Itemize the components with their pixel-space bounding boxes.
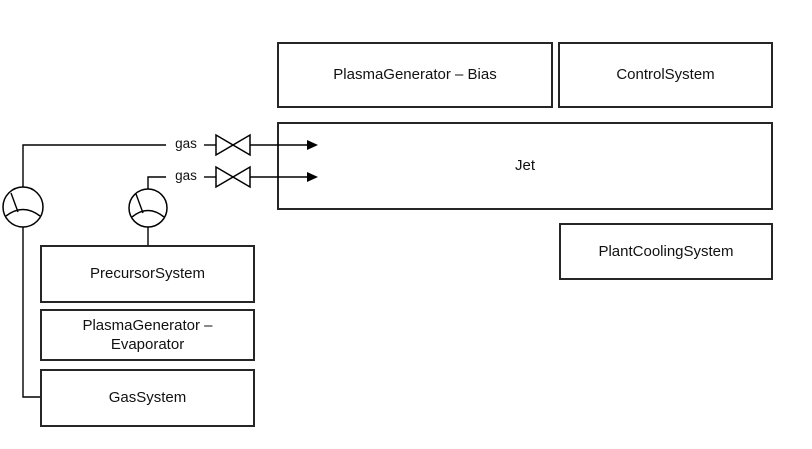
box-label: ControlSystem xyxy=(616,66,715,84)
box-plasma-generator-bias: PlasmaGenerator – Bias xyxy=(277,42,553,108)
valve-icon xyxy=(215,133,251,157)
gas-line-2-label: gas xyxy=(175,168,197,183)
box-label: PlasmaGenerator – Bias xyxy=(333,66,497,84)
gas-line-1-label: gas xyxy=(175,136,197,151)
gauge-needle xyxy=(135,193,144,214)
box-gas-system: GasSystem xyxy=(40,369,255,427)
pressure-gauge-icon xyxy=(2,186,44,228)
box-label: GasSystem xyxy=(108,389,187,407)
gauge-body xyxy=(128,188,168,228)
box-label: PlasmaGenerator – Evaporator xyxy=(82,316,213,354)
box-label: Jet xyxy=(514,157,535,175)
gauge1-to-gassystem-line xyxy=(22,227,40,398)
pressure-gauge-icon xyxy=(128,188,168,228)
box-label: PrecursorSystem xyxy=(89,265,206,283)
gas-line-2-left xyxy=(147,176,166,190)
gas-line-1-left xyxy=(22,144,166,187)
valve-left-triangle xyxy=(215,165,235,189)
valve-right-triangle xyxy=(231,133,251,157)
gauge-dial-arc xyxy=(131,209,165,218)
box-jet: Jet xyxy=(277,122,773,210)
box-label: PlantCoolingSystem xyxy=(598,242,734,260)
box-control-system: ControlSystem xyxy=(558,42,773,108)
valve-right-triangle xyxy=(231,165,251,189)
valve-icon xyxy=(215,165,251,189)
gauge-needle xyxy=(10,192,19,213)
gauge-body xyxy=(2,186,44,228)
box-precursor-system: PrecursorSystem xyxy=(40,245,255,303)
box-plant-cooling-system: PlantCoolingSystem xyxy=(559,223,773,280)
gauge-dial-arc xyxy=(5,208,41,217)
box-plasma-generator-evaporator: PlasmaGenerator – Evaporator xyxy=(40,309,255,361)
valve-left-triangle xyxy=(215,133,235,157)
